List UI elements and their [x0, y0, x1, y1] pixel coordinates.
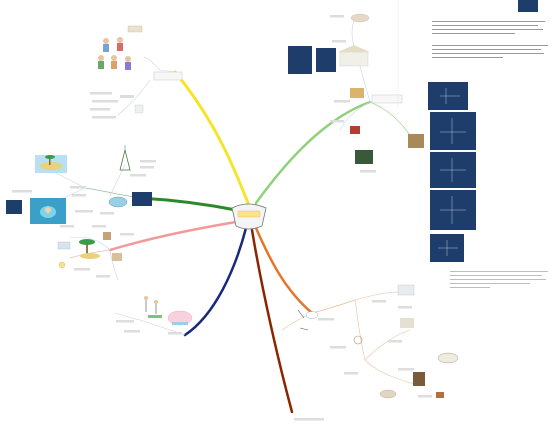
slide-column [428, 82, 476, 262]
top-right-dark [518, 0, 538, 12]
top-cloud-picture [350, 13, 370, 23]
light-green-cluster [288, 0, 538, 173]
orange-small-picture-1 [397, 284, 415, 296]
navy-subitems [116, 320, 182, 335]
brown-end [294, 418, 324, 421]
notes-bottom-right [450, 268, 550, 291]
forest-picture [355, 150, 373, 164]
people-illustration [96, 34, 144, 74]
eye-picture [437, 352, 459, 364]
slide-2 [430, 112, 476, 150]
orange-ring-icon [353, 335, 363, 345]
green-subitems [12, 160, 156, 228]
pink-basket-picture [112, 253, 122, 261]
yellow-topic-box[interactable] [153, 71, 183, 81]
navy-figure-icons [144, 296, 162, 318]
underwater-picture [30, 198, 66, 224]
palm-tree-picture [79, 239, 100, 259]
navy-cluster [114, 296, 193, 336]
branch-pink [108, 220, 238, 252]
orange-picture-3 [413, 372, 425, 386]
light-green-topic-box[interactable] [371, 94, 403, 104]
orange-subitems [318, 300, 432, 398]
notes-top-right [432, 18, 550, 61]
pencil-icons [297, 309, 309, 331]
red-picture [350, 126, 360, 134]
blue-thumbnail-2 [316, 48, 336, 72]
green-dark-picture [6, 200, 22, 214]
orange-small-picture-2 [400, 318, 414, 328]
branch-dark-green [138, 196, 238, 212]
sun-sea-picture [167, 310, 193, 326]
branch-brown [250, 228, 294, 414]
temple-picture [338, 45, 370, 67]
orange-cluster [281, 284, 459, 399]
central-node[interactable] [231, 203, 267, 230]
branch-light-green [254, 100, 372, 205]
green-cluster [6, 145, 156, 228]
branch-yellow [173, 70, 250, 205]
tower-picture [119, 145, 131, 171]
island-picture [35, 155, 67, 173]
mid-picture [350, 88, 364, 98]
branch-orange [254, 226, 314, 315]
pink-cluster [57, 232, 134, 281]
pink-small-picture [57, 241, 71, 250]
yellow-cluster [90, 25, 183, 119]
branch-navy [183, 226, 248, 337]
pink-subitems [74, 233, 134, 278]
bulb-icon [58, 261, 66, 269]
pink-right-picture [103, 232, 111, 240]
yellow-subitems [90, 92, 144, 119]
right-picture [408, 134, 424, 148]
blue-thumbnail-1 [288, 46, 312, 74]
main-branches [108, 70, 372, 414]
green-topic-node[interactable] [108, 196, 128, 208]
green-dark-picture-2 [132, 192, 152, 206]
orange-picture-4 [379, 389, 397, 399]
orange-topic-node[interactable] [305, 311, 319, 319]
light-green-subitems [330, 15, 376, 173]
orange-picture-5 [436, 392, 444, 398]
